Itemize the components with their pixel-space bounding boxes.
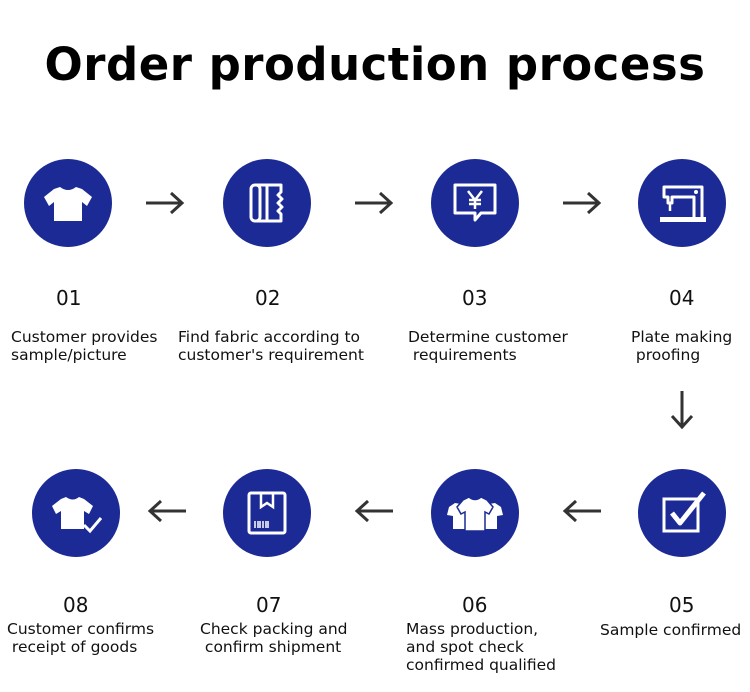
step-01-number: 01 [56, 286, 82, 310]
step-03-label: Determine customer requirements [408, 328, 568, 364]
price-yen-icon [453, 183, 497, 222]
step-06-label: Mass production, and spot check confirme… [406, 620, 557, 674]
arrow-left-icon [562, 499, 601, 523]
step-07-circle [223, 469, 311, 557]
arrow-left-icon [147, 499, 186, 523]
arrow-right-icon [146, 191, 185, 215]
step-05-label: Sample confirmed [600, 621, 742, 639]
step-03-circle [431, 159, 519, 247]
sewing-machine-icon [660, 185, 706, 222]
step-02-number: 02 [255, 286, 281, 310]
checkbox-icon [662, 491, 706, 533]
step-07-label: Check packing and confirm shipment [200, 620, 348, 656]
tshirt-icon [44, 187, 92, 221]
step-08-label: Customer confirms receipt of goods [7, 620, 155, 656]
step-04-label: Plate making proofing [631, 328, 733, 364]
step-04-number: 04 [669, 286, 695, 310]
step-06-number: 06 [462, 593, 488, 617]
arrow-down-icon [670, 391, 694, 430]
fabric-roll-icon [249, 183, 284, 223]
step-03-number: 03 [462, 286, 488, 310]
step-05-circle [638, 469, 726, 557]
arrow-right-icon [355, 191, 394, 215]
step-06-circle [431, 469, 519, 557]
diagram-title: Order production process [44, 38, 706, 91]
step-05-number: 05 [669, 593, 695, 617]
step-02-circle [223, 159, 311, 247]
package-icon [247, 491, 287, 535]
tshirt-check-icon [52, 497, 103, 534]
step-08-circle [32, 469, 120, 557]
step-04-circle [638, 159, 726, 247]
step-07-number: 07 [256, 593, 282, 617]
step-08-number: 08 [63, 593, 89, 617]
step-01-label: Customer provides sample/picture [11, 328, 158, 364]
step-02-label: Find fabric according to customer's requ… [178, 328, 364, 364]
tshirts-icon [447, 496, 503, 532]
arrow-left-icon [354, 499, 393, 523]
arrow-right-icon [563, 191, 602, 215]
step-01-circle [24, 159, 112, 247]
